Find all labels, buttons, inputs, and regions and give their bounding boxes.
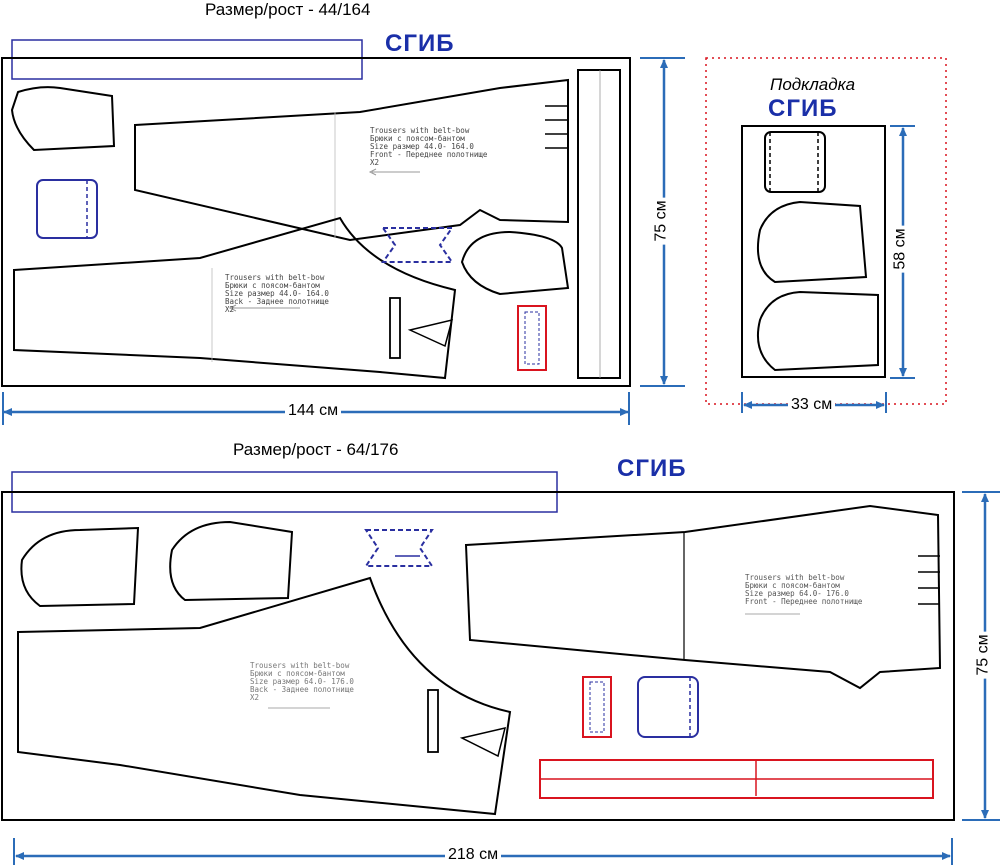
top-front-label-5: X2 [370,158,379,167]
top-front-label-3: Size размер 44.0- 164.0 [370,142,474,151]
bottom-fabric-rect [1,491,955,821]
top-layout-title: Размер/рост - 44/164 [205,0,371,19]
top-height-label: 75 см [652,197,671,245]
bottom-back-label-5: X2 [250,693,259,702]
lining-dotted-frame [705,57,947,405]
top-waistband-vertical [577,69,621,379]
top-front-label-1: Trousers with belt-bow [370,126,470,135]
lining-pocket-3 [756,290,879,372]
top-fold-label: СГИБ [385,30,455,57]
top-front-label-4: Front - Переднее полотнище [370,150,488,159]
top-back-label-3: Size размер 44.0- 164.0 [225,289,329,298]
lining-fold-label: СГИБ [768,95,838,122]
top-width-label: 144 см [285,402,342,420]
lining-pocket-1 [764,131,826,193]
bottom-front-label-3: Size размер 64.0- 176.0 [745,589,849,598]
top-blue-dashed-piece [381,227,454,263]
lining-fabric-rect [741,125,886,378]
bottom-front-panel [464,504,942,690]
top-belt-strip [11,39,363,80]
bottom-fold-label: СГИБ [617,455,687,482]
top-pocket-facing [10,86,116,152]
bottom-pocket-facing-2 [169,520,294,602]
bottom-red-belt-loop [582,676,612,738]
bottom-front-label-1: Trousers with belt-bow [745,573,845,582]
lining-height-label: 58 см [891,225,910,273]
top-back-label-5: X2 [225,305,234,314]
bottom-blue-pocket [637,676,699,738]
top-pocket-bag [460,230,570,296]
bottom-back-label-2: Брюки с поясом-бантом [250,669,345,678]
top-back-pocket-slit [389,297,401,359]
top-blue-pocket [36,179,98,239]
top-back-label-1: Trousers with belt-bow [225,273,325,282]
bottom-back-label-3: Size размер 64.0- 176.0 [250,677,354,686]
top-back-label-2: Брюки с поясом-бантом [225,281,320,290]
lining-width-label: 33 см [788,396,836,414]
bottom-back-panel [17,576,512,816]
lining-title: Подкладка [770,75,856,94]
top-back-panel [13,216,457,380]
bottom-back-label-4: Back - Заднее полотнище [250,685,354,694]
top-fabric-rect [1,57,631,387]
bottom-blue-dashed-piece [364,529,434,567]
bottom-layout-title: Размер/рост - 64/176 [233,440,399,459]
top-front-panel [134,78,569,242]
top-red-belt-loop [517,305,547,371]
bottom-front-label-2: Брюки с поясом-бантом [745,581,840,590]
bottom-width-label: 218 см [445,846,502,864]
lining-pocket-2 [756,200,868,284]
top-front-label-2: Брюки с поясом-бантом [370,134,465,143]
bottom-back-label-1: Trousers with belt-bow [250,661,350,670]
bottom-pocket-facing-1 [20,526,140,608]
bottom-front-label-4: Front - Переднее полотнище [745,597,863,606]
bottom-back-pocket-slit [427,689,439,753]
bottom-height-label: 75 см [974,631,993,679]
top-back-label-4: Back - Заднее полотнище [225,297,329,306]
